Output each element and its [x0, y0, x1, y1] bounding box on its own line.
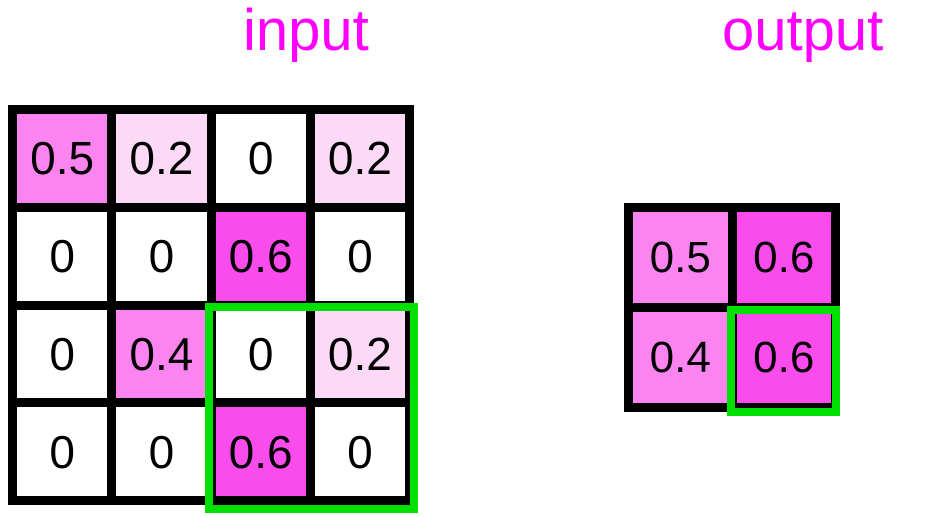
input-cell-value: 0.6	[228, 230, 293, 283]
input-cell: 0	[116, 211, 207, 301]
input-cell: 0	[17, 309, 108, 399]
output-cell-value: 0.5	[649, 232, 711, 282]
input-cell-value: 0.2	[327, 132, 392, 185]
input-cell: 0.5	[17, 114, 108, 203]
output-cell-value: 0.6	[753, 332, 815, 382]
input-cell-value: 0	[247, 132, 274, 185]
input-cell: 0.6	[215, 407, 306, 496]
input-cell: 0	[314, 407, 405, 496]
output-title: output	[722, 0, 884, 63]
input-cell: 0.4	[116, 309, 207, 399]
input-cell-value: 0.2	[129, 132, 194, 185]
input-cell: 0.6	[215, 211, 306, 301]
output-cell: 0.6	[736, 312, 831, 403]
input-cell: 0	[116, 407, 207, 496]
output-cell: 0.5	[633, 212, 728, 303]
input-cell: 0	[314, 211, 405, 301]
input-cell: 0	[215, 309, 306, 399]
input-cell: 0	[17, 211, 108, 301]
input-cell-value: 0	[148, 425, 175, 478]
output-cell-value: 0.6	[753, 232, 815, 282]
input-cell-value: 0.6	[228, 425, 293, 478]
input-cell-value: 0.5	[30, 132, 95, 185]
input-cell: 0	[17, 407, 108, 496]
input-cell-value: 0	[148, 230, 175, 283]
input-cell-value: 0	[49, 230, 75, 283]
input-cell-value: 0	[49, 327, 75, 380]
output-matrix: 0.5 0.6 0.4 0.6	[624, 203, 840, 412]
input-cell-value: 0	[347, 230, 373, 283]
output-cell-value: 0.4	[649, 332, 711, 382]
input-cell: 0.2	[116, 114, 207, 203]
output-cell: 0.6	[736, 212, 831, 303]
input-cell-value: 0	[347, 425, 373, 478]
input-cell: 0.2	[314, 309, 405, 399]
input-cell-value: 0.2	[327, 327, 392, 380]
input-cell-value: 0	[49, 425, 75, 478]
input-cell-value: 0.4	[129, 327, 194, 380]
output-cell: 0.4	[633, 312, 728, 403]
input-matrix: 0.5 0.2 0 0.2 0 0 0.6 0 0 0.4 0 0.2 0 0 0.6 0	[8, 105, 414, 505]
input-title: input	[243, 0, 369, 63]
input-cell: 0.2	[314, 114, 405, 203]
input-cell: 0	[215, 114, 306, 203]
input-cell-value: 0	[247, 327, 274, 380]
